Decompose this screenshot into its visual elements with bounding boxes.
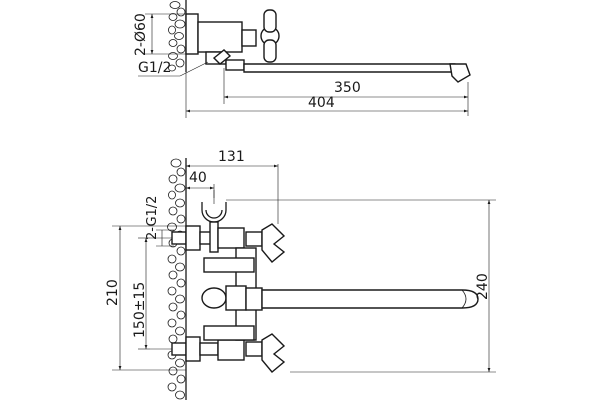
lower-handle	[245, 333, 286, 373]
wall-stones-top	[168, 1, 186, 72]
dim-350: 350	[223, 68, 469, 116]
dim-210: 210	[105, 225, 186, 371]
center-distance-label: 150±15	[132, 282, 148, 338]
dim-flange-top: 2-Ø60	[133, 13, 186, 56]
dim-outlet-thread: 2-G1/2	[145, 196, 174, 247]
top-view: 2-Ø60 G1/2 350 404	[133, 0, 471, 118]
spout-reach-label: 350	[334, 80, 361, 96]
overall-length-label: 404	[308, 95, 335, 111]
lower-connection	[171, 336, 219, 362]
dim-131: 131	[185, 149, 279, 226]
thread-label: G1/2	[138, 60, 171, 76]
body-height-label: 210	[105, 279, 121, 306]
wall-stones-front	[167, 158, 186, 400]
front-view: 131 40 240 2-G1/2 150±15	[105, 149, 496, 400]
dim-404: 404	[185, 72, 468, 118]
spout-top	[243, 63, 471, 83]
wall-offset-label: 40	[189, 170, 207, 186]
overall-height-label: 240	[475, 273, 491, 300]
wall-section-front	[167, 158, 187, 400]
mixer-body-top	[185, 9, 280, 71]
dim-240: 240	[226, 199, 496, 373]
mixer-body-front	[201, 227, 257, 361]
flange-label: 2-Ø60	[133, 13, 149, 56]
shower-offset-label: 131	[218, 149, 245, 165]
dim-40: 40	[186, 170, 215, 198]
dim-thread-top: G1/2	[138, 60, 209, 77]
dim-150: 150±15	[132, 237, 150, 350]
spout-front	[245, 287, 479, 311]
outlet-thread-label: 2-G1/2	[145, 196, 160, 240]
upper-handle	[245, 223, 286, 263]
